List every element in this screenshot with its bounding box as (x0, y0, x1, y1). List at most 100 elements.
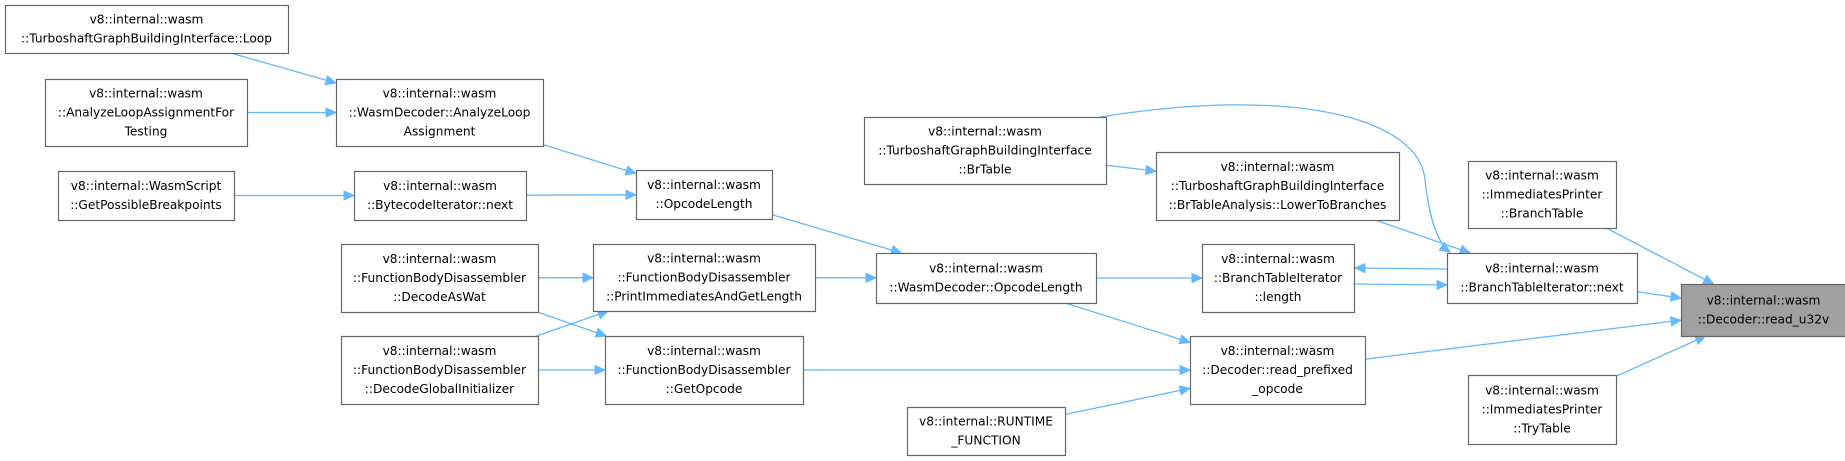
edge-wd_opcodelength-to-read_prefixed (1065, 302, 1192, 345)
edge-arrowhead (582, 272, 595, 283)
edge-arrowhead (625, 189, 638, 201)
edge-ip_trytable-to-read_u32v (1615, 335, 1707, 377)
node-box (1446, 252, 1639, 305)
node-box (1155, 151, 1401, 222)
node-box (875, 252, 1098, 305)
edge-arrowhead (1438, 241, 1451, 253)
node-analyze-loop-assignment[interactable]: v8::internal::wasm::WasmDecoder::Analyze… (335, 78, 545, 148)
edge-arrowhead (343, 190, 356, 201)
nodes-layer: v8::internal::wasm::Decoder::read_u32vv8… (4, 4, 1845, 457)
edge-line (1605, 227, 1706, 280)
node-label-line: _opcode (1251, 382, 1303, 396)
node-tgbi-loop[interactable]: v8::internal::wasm::TurboshaftGraphBuild… (4, 4, 290, 55)
edge-arrowhead (594, 364, 607, 376)
node-label-line: v8::internal::wasm (1221, 252, 1335, 266)
node-label-line: Assignment (404, 125, 476, 139)
edge-arrowhead (624, 165, 638, 176)
edge-line (1636, 291, 1672, 298)
node-label-line: v8::internal::wasm (1221, 344, 1335, 358)
edge-analyze_loop_assignment-to-opcodelength (542, 143, 638, 176)
edge-bti_next-to-bti_length (1353, 262, 1448, 274)
node-get-possible-breakpoints[interactable]: v8::internal::WasmScript::GetPossibleBre… (57, 170, 236, 222)
node-label-line: ::ImmediatesPrinter (1482, 188, 1604, 202)
node-box (592, 243, 817, 313)
node-ip-branchtable[interactable]: v8::internal::wasm::ImmediatesPrinter::B… (1467, 160, 1618, 230)
node-label-line: ::DecodeAsWat (393, 290, 486, 304)
node-box (4, 4, 290, 55)
node-box (57, 170, 236, 222)
node-box (1201, 243, 1356, 314)
node-label-line: ::ImmediatesPrinter (1482, 403, 1604, 417)
node-fbd-decodeglobalinit[interactable]: v8::internal::wasm::FunctionBodyDisassem… (340, 335, 540, 406)
edge-fbd_decodeaswat-to-fbd_printimm (537, 272, 595, 283)
node-read-prefixed[interactable]: v8::internal::wasm::Decoder::read_prefix… (1189, 335, 1367, 406)
edge-fbd_decodeaswat-to-fbd_getopcode (537, 311, 608, 338)
edge-arrowhead (1179, 364, 1192, 376)
node-bti-length[interactable]: v8::internal::wasm::BranchTableIterator:… (1201, 243, 1356, 314)
edge-arrowhead (594, 327, 608, 338)
edge-line (1064, 389, 1181, 416)
edge-bti_length-to-bti_next (1353, 279, 1449, 291)
node-wd-opcodelength[interactable]: v8::internal::wasm::WasmDecoder::OpcodeL… (875, 252, 1098, 305)
node-opcodelength[interactable]: v8::internal::wasm::OpcodeLength (635, 169, 774, 221)
node-label-line: v8::internal::wasm (647, 252, 761, 266)
edge-line (1375, 219, 1461, 251)
node-label-line: ::FunctionBodyDisassembler (353, 363, 527, 377)
node-label-line: ::BranchTableIterator (1214, 271, 1343, 285)
node-label-line: ::TurboshaftGraphBuildingInterface (878, 144, 1092, 158)
node-runtime-function[interactable]: v8::internal::RUNTIME_FUNCTION (906, 406, 1067, 457)
node-label-line: ::FunctionBodyDisassembler (617, 363, 791, 377)
edges-layer (230, 52, 1715, 416)
node-analyze-for-testing[interactable]: v8::internal::wasm::AnalyzeLoopAssignmen… (44, 78, 249, 148)
edge-fbd_printimm-to-wd_opcodelength (814, 272, 878, 284)
node-ip-trytable[interactable]: v8::internal::wasm::ImmediatesPrinter::T… (1467, 374, 1618, 446)
node-box (863, 116, 1108, 186)
edge-fbd_decodeglobalinit-to-fbd_getopcode (538, 364, 607, 376)
node-label-line: v8::internal::wasm (89, 87, 203, 101)
edge-line (1353, 283, 1448, 286)
edge-bti_next-to-read_u32v (1636, 291, 1683, 302)
node-label-line: ::WasmDecoder::OpcodeLength (889, 281, 1082, 295)
node-label-line: ::AnalyzeLoopAssignmentFor (58, 106, 235, 120)
node-label-line: ::FunctionBodyDisassembler (617, 271, 791, 285)
edge-arrowhead (1693, 335, 1707, 346)
edge-line (1105, 164, 1147, 171)
node-label-line: v8::internal::wasm (929, 262, 1043, 276)
node-label-line: v8::internal::wasm (1485, 384, 1599, 398)
edge-tgbi_brtable-to-bti_next (1099, 104, 1451, 253)
edge-arrowhead (1701, 274, 1715, 285)
node-tgbi-brtable[interactable]: v8::internal::wasm::TurboshaftGraphBuild… (863, 116, 1108, 186)
node-box (353, 170, 528, 222)
edge-fbd_decodeglobalinit-to-fbd_printimm (536, 309, 610, 337)
edge-wd_opcodelength-to-bti_length (1096, 272, 1204, 284)
node-label-line: v8::internal::WasmScript (71, 179, 222, 193)
edge-line (537, 311, 598, 334)
edge-tgbi_loop-to-analyze_loop_assignment (230, 52, 338, 86)
node-fbd-printimm[interactable]: v8::internal::wasm::FunctionBodyDisassem… (592, 243, 817, 313)
node-label-line: v8::internal::wasm (383, 252, 497, 266)
node-box (335, 78, 545, 148)
node-label-line: ::OpcodeLength (656, 197, 753, 211)
node-bytecode-next[interactable]: v8::internal::wasm::BytecodeIterator::ne… (353, 170, 528, 222)
node-box (340, 243, 540, 314)
node-label-line: ::PrintImmediatesAndGetLength (606, 290, 802, 304)
node-fbd-decodeaswat[interactable]: v8::internal::wasm::FunctionBodyDisassem… (340, 243, 540, 314)
node-read-u32v[interactable]: v8::internal::wasm::Decoder::read_u32v (1680, 283, 1845, 338)
node-bti-next[interactable]: v8::internal::wasm::BranchTableIterator:… (1446, 252, 1639, 305)
node-label-line: v8::internal::wasm (928, 125, 1042, 139)
node-fbd-getopcode[interactable]: v8::internal::wasm::FunctionBodyDisassem… (604, 335, 805, 406)
edge-bytecode_next-to-opcodelength (525, 189, 638, 201)
node-label-line: v8::internal::wasm (1485, 262, 1599, 276)
edge-line (536, 313, 600, 337)
edge-arrowhead (865, 272, 878, 284)
node-label-line: v8::internal::wasm (647, 344, 761, 358)
node-box (340, 335, 540, 406)
node-lower-to-branches[interactable]: v8::internal::wasm::TurboshaftGraphBuild… (1155, 151, 1401, 222)
node-label-line: ::WasmDecoder::AnalyzeLoop (349, 106, 531, 120)
node-box (1467, 160, 1618, 230)
node-label-line: v8::internal::wasm (1707, 294, 1821, 308)
node-label-line: v8::internal::RUNTIME (919, 415, 1053, 429)
node-label-line: ::TurboshaftGraphBuildingInterface (1171, 179, 1385, 193)
edge-arrowhead (1178, 334, 1192, 345)
